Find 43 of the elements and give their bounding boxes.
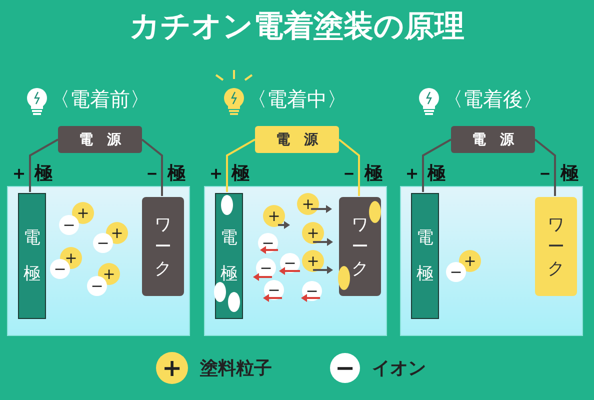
paint-particle: + bbox=[459, 250, 481, 272]
wire bbox=[141, 138, 163, 196]
bath-tank bbox=[400, 186, 583, 336]
caption-text: 塗料粒子 bbox=[200, 357, 272, 380]
panel-heading: 〈電着後〉 bbox=[443, 86, 543, 113]
electrode-plate: 電極 bbox=[411, 193, 439, 319]
title: カチオン電着塗装の原理 bbox=[128, 8, 466, 46]
pole-label: ＋ 極 bbox=[403, 162, 446, 185]
wire bbox=[338, 138, 360, 196]
ion: − bbox=[256, 258, 276, 278]
ion: − bbox=[59, 215, 79, 235]
workpiece: ワーク bbox=[339, 197, 381, 296]
paint-particle: + bbox=[297, 193, 319, 215]
panel-heading: 〈電着前〉 bbox=[50, 86, 150, 113]
electrode-plate: 電極 bbox=[18, 193, 46, 319]
power-supply-box: 電 源 bbox=[58, 126, 142, 153]
wire bbox=[29, 138, 58, 192]
paint-particle: + bbox=[263, 205, 285, 227]
ion: − bbox=[330, 353, 360, 383]
pole-label: － 極 bbox=[340, 162, 382, 185]
paint-particle: + bbox=[72, 202, 94, 224]
wire bbox=[226, 138, 256, 192]
panel-heading: 〈電着中〉 bbox=[247, 86, 347, 113]
paint-particle: + bbox=[302, 222, 324, 244]
pole-label: － 極 bbox=[143, 162, 186, 185]
wire bbox=[422, 138, 452, 192]
ion: − bbox=[50, 259, 70, 279]
pole-label: ＋ 極 bbox=[10, 162, 52, 185]
pole-label: ＋ 極 bbox=[207, 162, 250, 185]
ion: − bbox=[93, 233, 113, 253]
ion: − bbox=[87, 276, 107, 296]
power-supply-box: 電 源 bbox=[451, 126, 535, 153]
bath-tank bbox=[204, 186, 387, 336]
ion: − bbox=[446, 262, 466, 282]
bath-tank bbox=[7, 186, 190, 336]
pole-label: － 極 bbox=[536, 162, 578, 185]
power-supply-box: 電 源 bbox=[255, 126, 339, 153]
wire bbox=[534, 138, 556, 196]
paint-particle: + bbox=[302, 250, 324, 272]
caption-text: イオン bbox=[372, 357, 426, 380]
paint-particle: + bbox=[156, 352, 188, 384]
workpiece: ワーク bbox=[142, 197, 184, 296]
workpiece: ワーク bbox=[535, 197, 577, 296]
